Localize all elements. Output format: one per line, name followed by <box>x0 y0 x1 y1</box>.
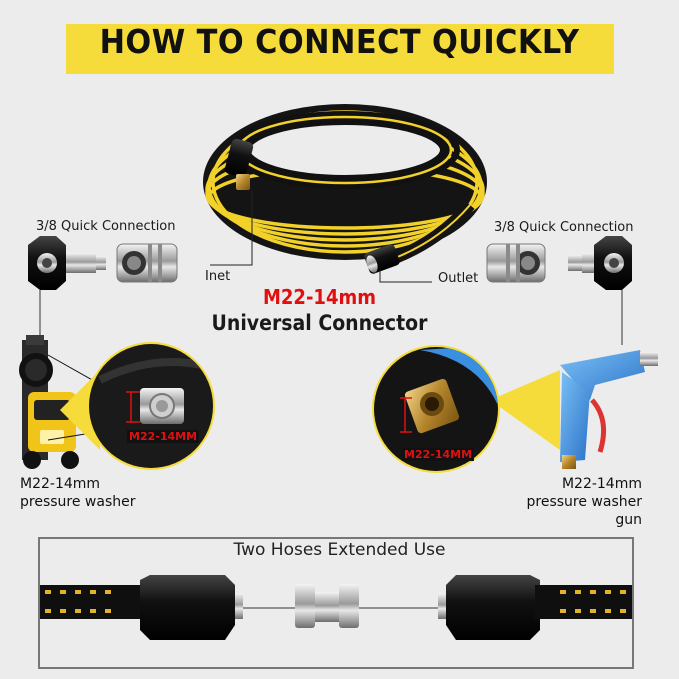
title-banner <box>66 24 614 74</box>
right-quick-connector <box>486 236 632 345</box>
coiled-hose <box>203 104 487 283</box>
extension-box <box>38 537 634 669</box>
pressure-washer-gun-label: M22-14mm pressure washer gun <box>500 475 643 529</box>
pressure-washer-label: M22-14mm pressure washer <box>20 475 136 511</box>
pressure-washer-gun-size: M22-14mm <box>561 476 642 492</box>
extension-title: Two Hoses Extended Use <box>233 540 446 560</box>
pressure-washer-gun-name: pressure washer gun <box>526 494 643 528</box>
pressure-washer-image <box>19 335 111 469</box>
outlet-label: Outlet <box>438 271 479 286</box>
pressure-washer-name: pressure washer <box>20 494 136 510</box>
left-callout-label: M22-14MM <box>127 430 200 443</box>
left-quick-connection-label: 3/8 Quick Connection <box>36 219 176 234</box>
spray-gun-image <box>560 350 658 469</box>
pressure-washer-size: M22-14mm <box>20 476 101 492</box>
connector-name: Universal Connector <box>211 311 428 335</box>
left-quick-connector <box>28 236 178 355</box>
left-callout <box>87 342 215 470</box>
inlet-label: Inet <box>205 269 231 284</box>
right-callout-label: M22-14MM <box>402 448 475 461</box>
right-quick-connection-label: 3/8 Quick Connection <box>494 220 634 235</box>
extension-illustration <box>40 575 633 640</box>
connector-size: M22-14mm <box>262 285 376 309</box>
page-title: HOW TO CONNECT QUICKLY <box>99 22 580 61</box>
